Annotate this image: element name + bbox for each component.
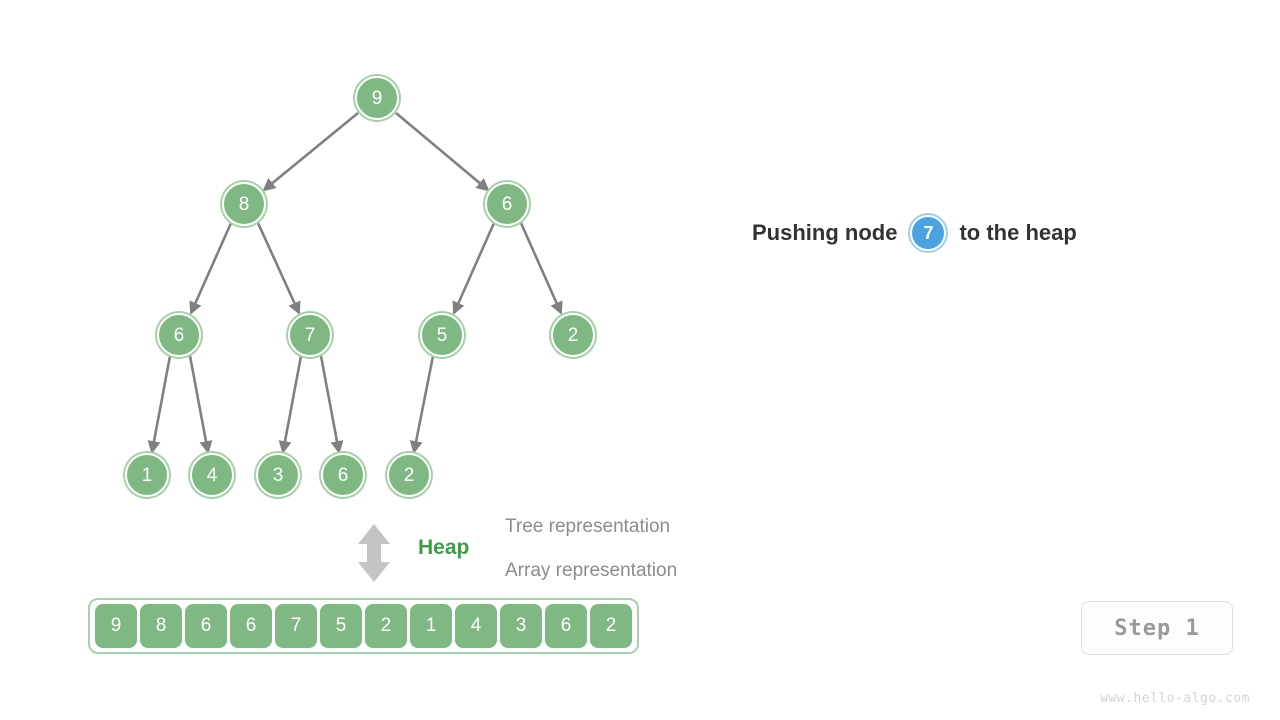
tree-node[interactable]: 2 [551,313,595,357]
array-cell[interactable]: 4 [455,604,497,648]
edge-7-3 [278,355,303,455]
array-cell[interactable]: 6 [230,604,272,648]
array-cell[interactable]: 5 [320,604,362,648]
caption-prefix: Pushing node [752,220,898,245]
array-cell[interactable]: 9 [95,604,137,648]
representation-legend: Heap Tree representation Array represent… [352,512,752,592]
caption-node-badge: 7 [910,215,947,251]
edge-6-2 [519,222,563,315]
heap-label: Heap [418,536,470,559]
tree-node[interactable]: 6 [485,182,529,226]
watermark: www.hello-algo.com [1100,691,1250,706]
tree-node[interactable]: 7 [288,313,332,357]
edge-5-2 [409,355,435,455]
array-representation: 9 8 6 6 7 5 2 1 4 3 6 2 [88,598,639,654]
tree-node[interactable]: 6 [321,453,365,497]
tree-node[interactable]: 5 [420,313,464,357]
array-cell[interactable]: 6 [185,604,227,648]
edge-6-4 [188,355,213,455]
array-cell[interactable]: 7 [275,604,317,648]
array-cell[interactable]: 2 [365,604,407,648]
edge-6-5 [452,222,496,315]
array-cell[interactable]: 1 [410,604,452,648]
tree-node[interactable]: 9 [355,76,399,120]
edge-8-6 [189,222,233,315]
tree-representation-label: Tree representation [505,516,671,537]
tree-node[interactable]: 2 [387,453,431,497]
array-cell[interactable]: 8 [140,604,182,648]
tree-node[interactable]: 3 [256,453,300,497]
array-cell[interactable]: 3 [500,604,542,648]
caption: Pushing node 7 to the heap [752,215,1077,251]
array-cell[interactable]: 6 [545,604,587,648]
edge-9-8 [262,111,359,192]
caption-suffix: to the heap [959,220,1077,245]
tree-node[interactable]: 4 [190,453,234,497]
array-representation-label: Array representation [505,560,678,581]
edge-7-6 [319,355,344,455]
edge-8-7 [256,222,301,315]
array-cell[interactable]: 2 [590,604,632,648]
edge-6-1 [147,355,172,455]
tree-node[interactable]: 6 [157,313,201,357]
double-arrow-vertical-icon [358,524,390,582]
edge-9-6r [395,112,490,192]
step-badge: Step 1 [1081,601,1233,655]
tree-node[interactable]: 8 [222,182,266,226]
tree-node[interactable]: 1 [125,453,169,497]
